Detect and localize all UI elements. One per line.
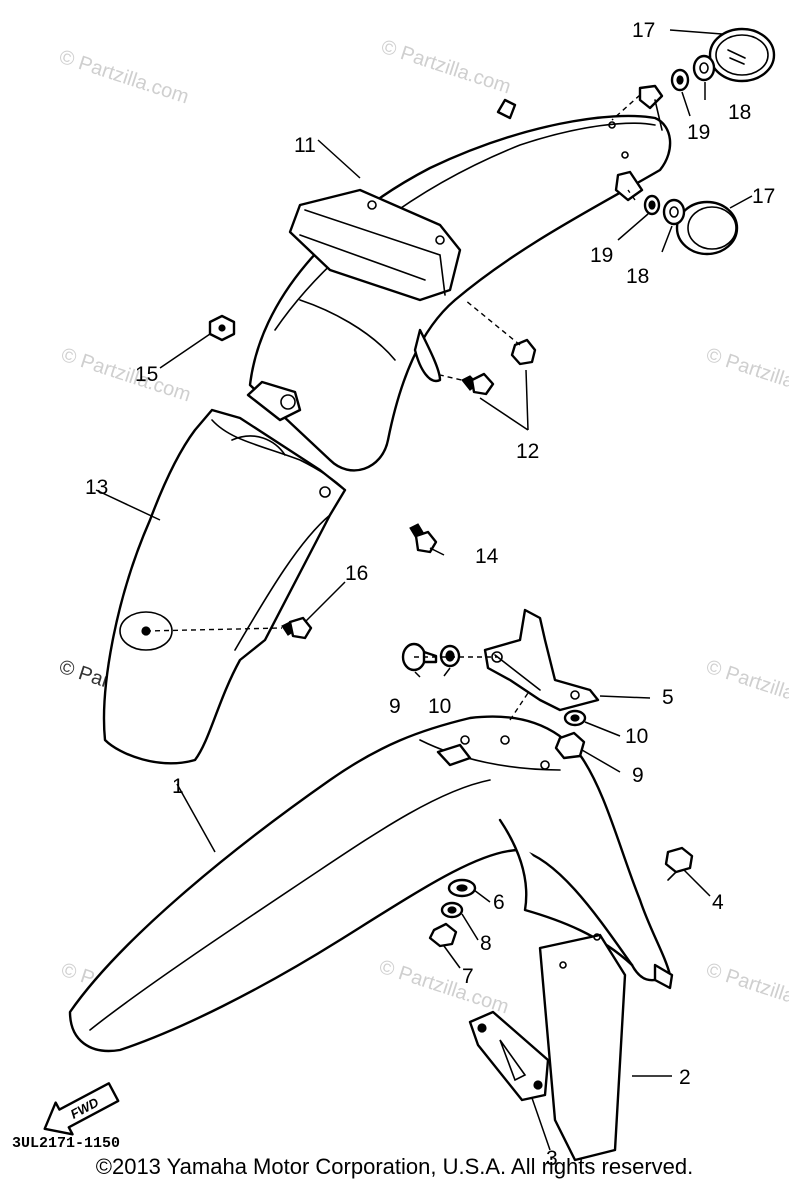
callout-10-upper: 10 [428, 695, 451, 718]
watermark: © Partzilla.com [56, 46, 191, 109]
watermark: © Partzilla.com [58, 344, 193, 407]
watermark: © Partzilla.com [703, 344, 789, 407]
watermark: © Partzilla.com [378, 36, 513, 99]
cap-lower [675, 200, 739, 256]
leader-lines [95, 29, 753, 1151]
callout-8: 8 [480, 932, 492, 955]
watermark: © Partzilla.com [703, 656, 789, 719]
callout-19-lower: 19 [590, 244, 613, 267]
callout-12: 12 [516, 440, 539, 463]
fender-bracket [483, 608, 600, 712]
callout-labels: 17 18 19 11 17 19 18 15 12 13 14 16 9 10… [85, 19, 775, 1170]
callout-10-lower: 10 [625, 725, 648, 748]
diagram-code: 3UL2171-1150 [12, 1135, 120, 1152]
callout-4: 4 [712, 891, 724, 914]
callout-19-upper: 19 [687, 121, 710, 144]
callout-3: 3 [546, 1147, 558, 1170]
callout-1: 1 [172, 775, 184, 798]
callout-9-upper: 9 [389, 695, 401, 718]
callout-15: 15 [135, 363, 158, 386]
callout-13: 13 [85, 476, 108, 499]
assembly-lines [145, 94, 641, 721]
callout-14: 14 [475, 545, 499, 568]
callout-17-lower: 17 [752, 185, 775, 208]
callout-7: 7 [462, 965, 474, 988]
callout-11: 11 [294, 134, 316, 157]
rear-flap [102, 380, 347, 765]
callout-5: 5 [662, 686, 674, 709]
rear-fender [248, 98, 672, 472]
callout-17-upper: 17 [632, 19, 655, 42]
number-plate [538, 933, 627, 1162]
cap-upper [708, 27, 776, 83]
callout-18-upper: 18 [728, 101, 751, 124]
callout-2: 2 [679, 1066, 691, 1089]
callout-9-lower: 9 [632, 764, 644, 787]
watermark: © Partzilla.com [376, 956, 511, 1019]
washers-and-collars [638, 54, 716, 226]
callout-16: 16 [345, 562, 368, 585]
plate-bracket [468, 1010, 550, 1102]
watermark: © Partzilla.com [703, 959, 789, 1022]
copyright-notice: ©2013 Yamaha Motor Corporation, U.S.A. A… [95, 1154, 694, 1179]
callout-6: 6 [493, 891, 505, 914]
callout-18-lower: 18 [626, 265, 649, 288]
